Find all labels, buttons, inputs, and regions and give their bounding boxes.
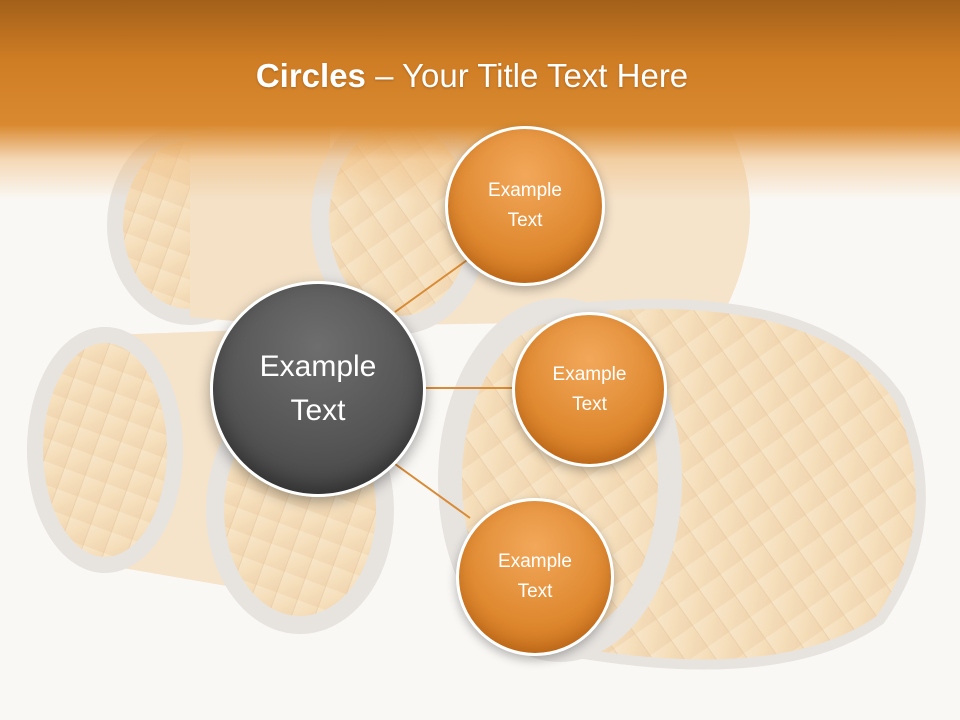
title-bold: Circles: [255, 57, 366, 94]
title-rest: – Your Title Text Here: [365, 57, 689, 94]
slide-title[interactable]: Circles – Your Title Text Here: [0, 55, 944, 97]
satellite-circle-label: Example Text: [498, 551, 572, 602]
satellite-circle-label: Example Text: [552, 363, 627, 415]
center-circle-label: Example Text: [259, 350, 377, 427]
center-circle[interactable]: Example Text: [210, 281, 426, 497]
satellite-circle-top[interactable]: Example Text: [445, 126, 605, 286]
satellite-circle-middle[interactable]: Example Text: [512, 312, 667, 467]
satellite-circle-bottom[interactable]: Example Text: [456, 498, 614, 656]
satellite-circle-label: Example Text: [488, 180, 562, 231]
